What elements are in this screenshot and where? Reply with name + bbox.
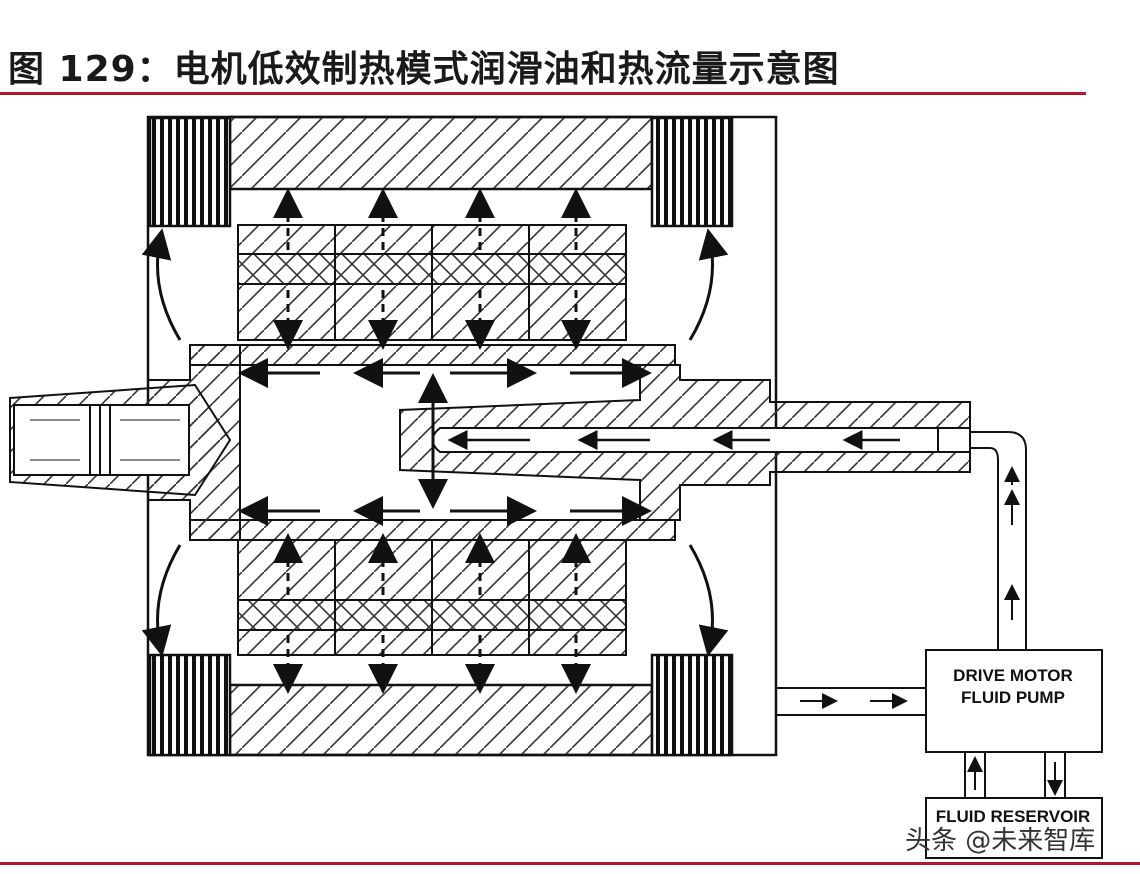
end-winding-top-left	[148, 116, 232, 228]
stator-core-top	[237, 224, 627, 341]
fluid-circuit	[776, 431, 1066, 800]
stator-yoke-bottom	[228, 683, 654, 757]
reservoir-label: FLUID RESERVOIR	[936, 807, 1091, 826]
watermark: 头条 @未来智库	[905, 826, 1096, 856]
pump-label-line1: DRIVE MOTOR	[953, 666, 1073, 685]
spline-coupling	[13, 404, 190, 476]
stator-yoke-top	[228, 115, 654, 191]
rotor-sleeve-top	[189, 344, 676, 366]
rotor-sleeve-bottom	[189, 519, 676, 541]
shaft-end-fitting	[937, 427, 971, 453]
rotor-flow-arrows	[238, 358, 652, 526]
end-winding-bottom-right	[650, 653, 734, 757]
pump-label-line2: FLUID PUMP	[961, 688, 1065, 707]
footer-rule	[0, 862, 1140, 865]
circuit-flow-arrows	[800, 466, 1063, 796]
end-winding-bottom-left	[148, 653, 232, 757]
end-winding-top-right	[650, 116, 734, 228]
stator-heat-arrows	[273, 188, 591, 694]
pump-box	[925, 649, 1103, 753]
figure-title: 图 129：电机低效制热模式润滑油和热流量示意图	[8, 49, 840, 90]
title-rule	[0, 92, 1086, 95]
end-winding-spray-arrows	[141, 228, 729, 657]
reservoir-box	[925, 797, 1103, 859]
stator-core-bottom	[237, 539, 627, 656]
